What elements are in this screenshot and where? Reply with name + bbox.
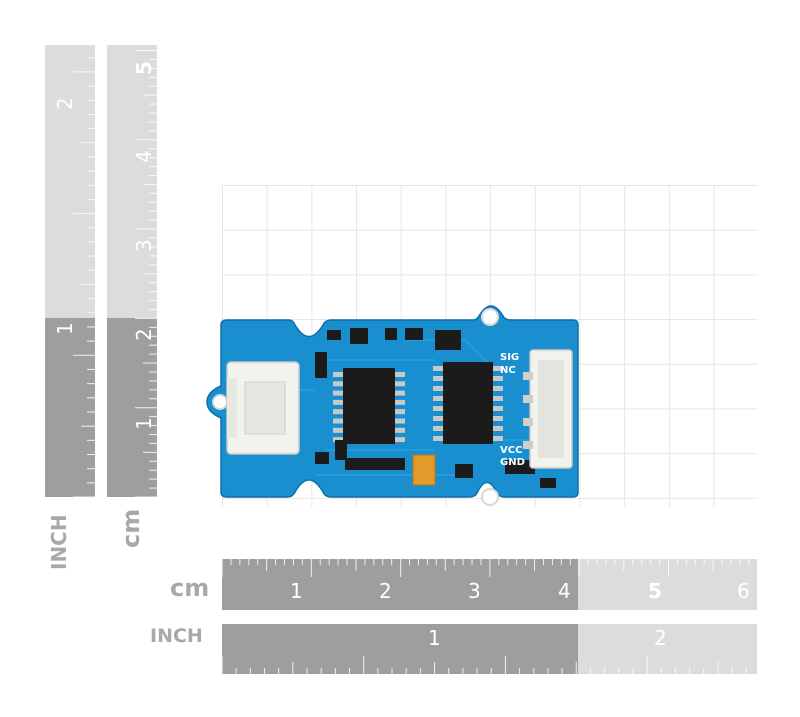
bottom-cm-unit-label: cm bbox=[170, 574, 210, 602]
left-inch-ruler: 2 1 bbox=[45, 45, 95, 497]
left-grove-connector bbox=[226, 361, 300, 455]
bottom-inch-ruler: 1 2 bbox=[222, 624, 757, 674]
ruler-number: 4 bbox=[558, 579, 571, 603]
bottom-cm-ticks bbox=[222, 559, 750, 577]
ruler-number: 4 bbox=[132, 150, 156, 163]
silk-label: NC bbox=[500, 365, 516, 376]
ruler-number: 1 bbox=[290, 579, 303, 603]
ic-chip-left bbox=[333, 368, 405, 444]
ruler-number: 5 bbox=[648, 579, 662, 603]
ruler-number: 3 bbox=[132, 239, 156, 252]
right-grove-connector bbox=[523, 349, 573, 469]
ruler-number: 2 bbox=[654, 626, 667, 650]
bottom-inch-unit-label: INCH bbox=[150, 625, 203, 647]
ruler-number: 1 bbox=[132, 417, 156, 430]
ruler-number: 1 bbox=[53, 322, 77, 335]
silk-label: VCC bbox=[500, 445, 522, 456]
pcb-board: SIG NC VCC GND bbox=[206, 305, 579, 506]
ruler-number: 3 bbox=[468, 579, 481, 603]
bottom-cm-ruler: 1 2 3 4 5 6 bbox=[222, 559, 757, 610]
left-cm-ruler: 5 4 3 2 1 bbox=[107, 45, 157, 497]
ic-chip-right bbox=[433, 362, 503, 444]
left-cm-ticks bbox=[135, 50, 157, 497]
left-inch-ticks bbox=[73, 57, 95, 497]
ruler-number: 1 bbox=[428, 626, 441, 650]
ruler-number: 2 bbox=[379, 579, 392, 603]
ruler-number: 2 bbox=[132, 328, 156, 341]
ruler-number: 2 bbox=[53, 97, 77, 110]
left-inch-unit-label: INCH bbox=[47, 514, 71, 570]
ruler-number: 6 bbox=[737, 579, 750, 603]
bottom-inch-ticks bbox=[222, 656, 747, 674]
silk-label: SIG bbox=[500, 352, 519, 363]
tantalum-capacitor bbox=[412, 454, 436, 486]
ruler-number: 5 bbox=[132, 61, 156, 75]
left-cm-unit-label: cm bbox=[117, 508, 145, 548]
silk-label: GND bbox=[500, 457, 525, 468]
